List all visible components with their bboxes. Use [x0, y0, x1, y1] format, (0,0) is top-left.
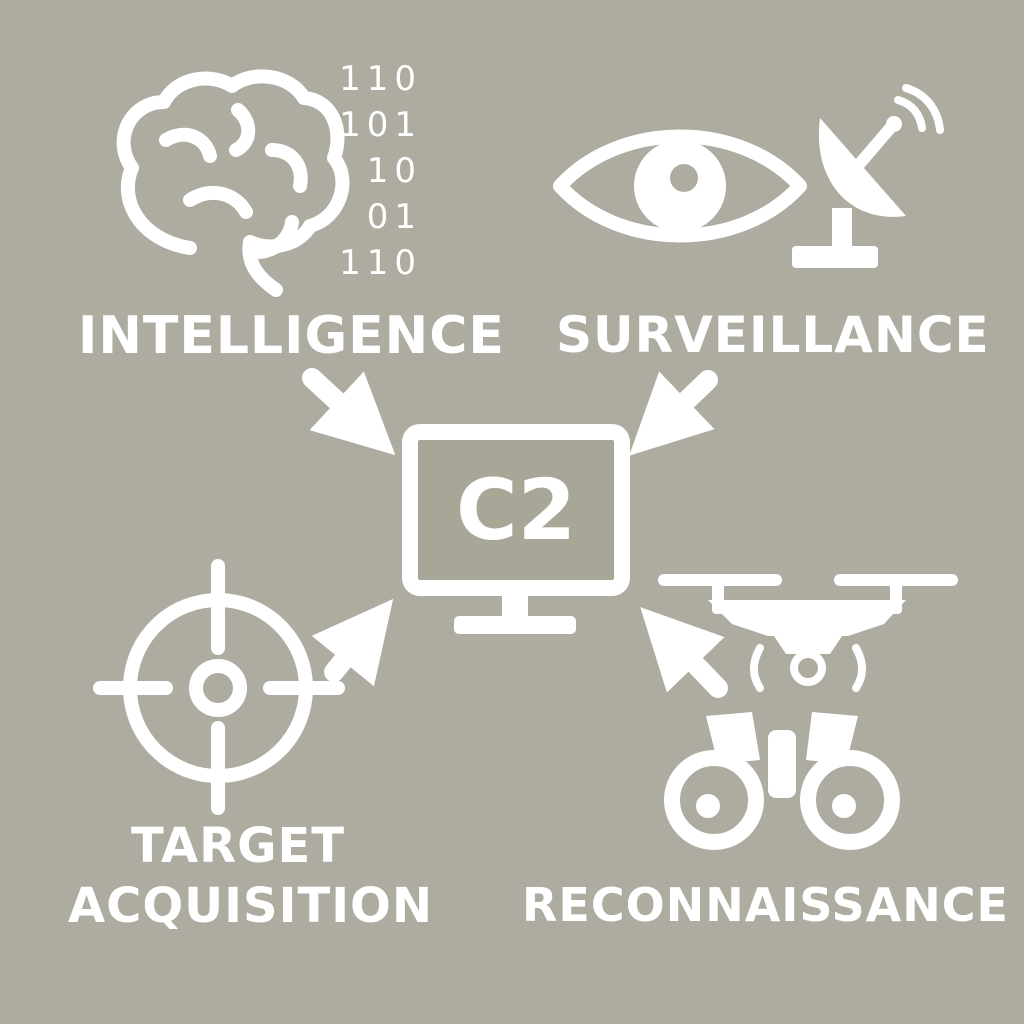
binary-row: 110: [339, 243, 422, 283]
crosshair-icon: [93, 559, 345, 815]
binary-row: 101: [339, 105, 422, 145]
arrow-reconnaissance: [640, 607, 728, 698]
binary-row: 01: [366, 197, 422, 237]
drone-icon: [658, 574, 958, 692]
binary-stream: 110 101 10 01 110: [326, 56, 422, 286]
arrow-target: [311, 598, 394, 687]
arrows: [302, 368, 728, 698]
reconnaissance-label: RECONNAISSANCE: [522, 878, 1009, 932]
c2-label: C2: [455, 461, 577, 559]
monitor-icon: [402, 424, 630, 634]
eye-icon: [553, 129, 807, 243]
satellite-dish-icon: [792, 84, 944, 268]
binary-row: 110: [339, 59, 422, 99]
binoculars-icon: [664, 712, 900, 850]
brain-icon: [116, 69, 350, 297]
target-label-line: TARGET: [130, 818, 346, 874]
target-acquisition-label: TARGET ACQUISITION: [68, 816, 434, 936]
arrow-surveillance: [629, 370, 718, 456]
surveillance-label: SURVEILLANCE: [556, 306, 990, 364]
intelligence-label: INTELLIGENCE: [78, 306, 505, 366]
acquisition-label-line: ACQUISITION: [68, 878, 434, 934]
binary-row: 10: [366, 151, 422, 191]
arrow-intelligence: [302, 368, 396, 456]
